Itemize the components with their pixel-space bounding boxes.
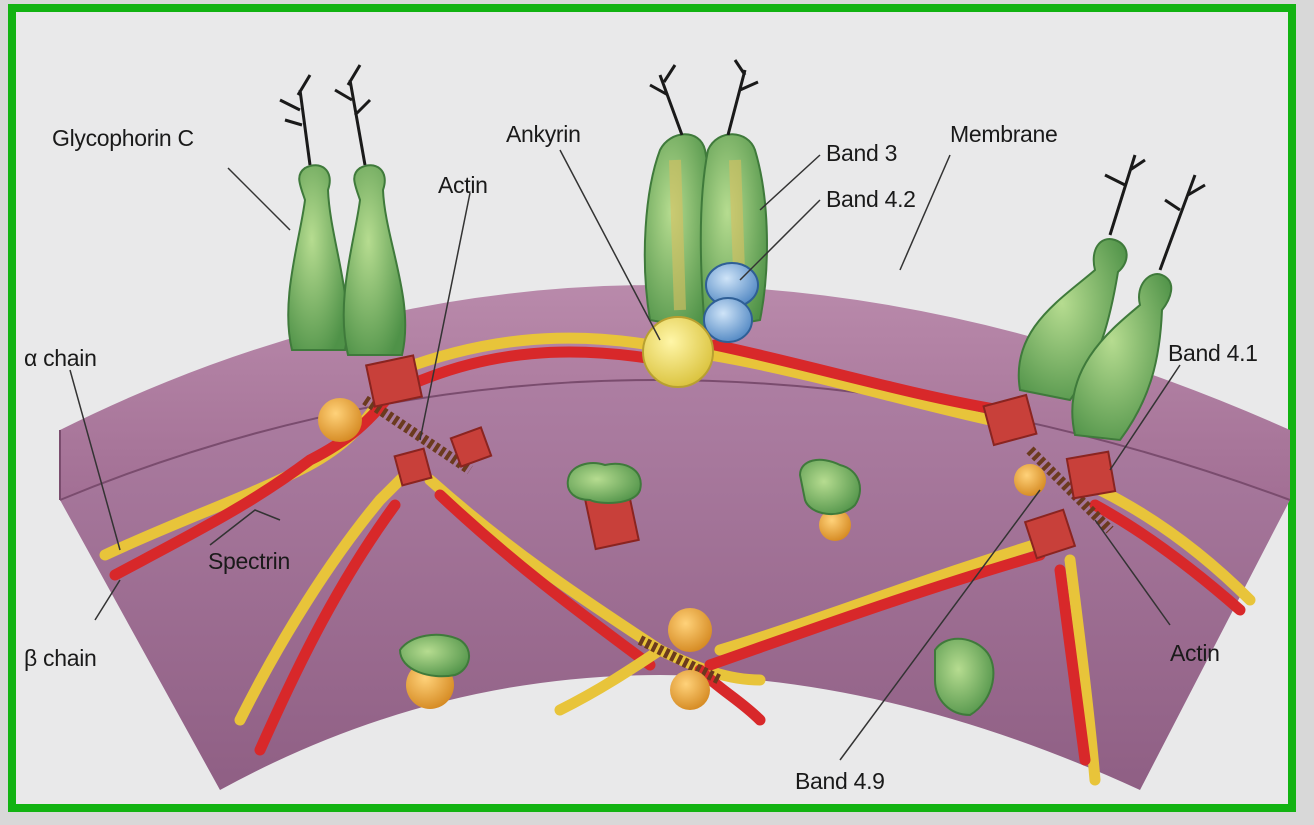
label-ankyrin: Ankyrin [506,121,581,148]
label-alpha-chain: α chain [24,345,97,372]
glycophorin-c-left [288,165,405,355]
label-band-4-1: Band 4.1 [1168,340,1258,367]
label-beta-chain: β chain [24,645,97,672]
band-3-sugar-chains [650,60,758,135]
label-actin-top: Actin [438,172,488,199]
label-glycophorin-c: Glycophorin C [52,125,194,152]
label-band-4-2: Band 4.2 [826,186,916,213]
label-actin-right: Actin [1170,640,1220,667]
glycophorin-c-sugar-chains-left [280,65,370,165]
label-band-3: Band 3 [826,140,897,167]
label-spectrin: Spectrin [208,548,290,575]
label-band-4-9: Band 4.9 [795,768,885,795]
label-membrane: Membrane [950,121,1058,148]
